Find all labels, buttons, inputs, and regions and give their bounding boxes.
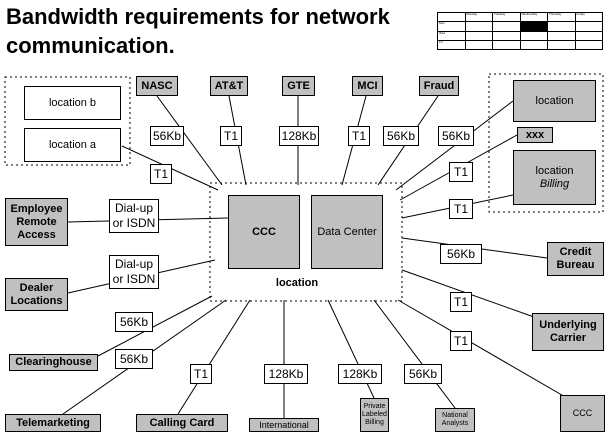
link-label-private-labeled: 128Kb	[338, 364, 382, 384]
site-location-a[interactable]: location a	[24, 128, 121, 162]
legend-row: Mon	[437, 21, 603, 32]
site-national-analysts[interactable]: National Analysts	[435, 408, 475, 432]
site-nasc[interactable]: NASC	[136, 76, 178, 96]
site-location-b[interactable]: location b	[24, 86, 121, 120]
site-location-right[interactable]: location	[513, 80, 596, 122]
link-label-att: T1	[220, 126, 242, 146]
link-line-nasc	[156, 95, 223, 186]
ccc-hub-box[interactable]: CCC	[228, 195, 300, 269]
site-xxx[interactable]: xxx	[517, 127, 553, 143]
legend-table: Monday Tuesday Wednesday Thursday Friday…	[437, 11, 603, 51]
site-fraud[interactable]: Fraud	[419, 76, 459, 96]
legend-row: Fri	[437, 39, 603, 51]
site-location-billing[interactable]: location Billing	[513, 150, 596, 205]
link-label-billing: T1	[449, 199, 473, 219]
link-label-clearinghouse: 56Kb	[115, 312, 153, 332]
billing-label: Billing	[539, 177, 570, 190]
site-private-labeled-billing[interactable]: Private Labeled Billing	[360, 398, 389, 432]
link-label-ccc-bottom: T1	[450, 331, 472, 351]
site-ccc-bottom[interactable]: CCC	[560, 395, 605, 432]
link-line-ccc-bottom	[397, 299, 568, 399]
link-line-calling-card	[177, 299, 251, 415]
link-label-underlying: T1	[450, 292, 472, 312]
site-gte[interactable]: GTE	[282, 76, 315, 96]
right-locations-region	[488, 73, 604, 213]
site-clearinghouse[interactable]: Clearinghouse	[9, 354, 98, 371]
page-title: Bandwidth requirements for network commu…	[6, 4, 390, 58]
site-international[interactable]: International	[249, 418, 319, 432]
site-telemarketing[interactable]: Telemarketing	[5, 414, 101, 432]
site-dealer-locations[interactable]: Dealer Locations	[5, 278, 68, 311]
site-mci[interactable]: MCI	[352, 76, 383, 96]
hub-location-label: location	[275, 277, 319, 289]
legend-cell	[574, 39, 603, 51]
link-label-national-analysts: 56Kb	[404, 364, 442, 384]
link-label-location-right: 56Kb	[438, 126, 474, 146]
billing-location-label: location	[535, 164, 574, 177]
link-line-clearinghouse	[97, 295, 213, 357]
link-line-national-analysts	[373, 299, 456, 409]
hub-region	[209, 182, 403, 302]
link-label-gte: 128Kb	[279, 126, 319, 146]
link-label-telemarketing: 56Kb	[115, 349, 153, 369]
link-label-international: 128Kb	[264, 364, 308, 384]
site-employee-remote-access[interactable]: Employee Remote Access	[5, 198, 68, 246]
link-label-xxx: T1	[449, 162, 473, 182]
link-label-mci: T1	[348, 126, 370, 146]
data-center-box[interactable]: Data Center	[311, 195, 383, 269]
left-locations-region	[4, 76, 131, 166]
link-label-credit-bureau: 56Kb	[440, 244, 482, 264]
link-label-locations-ab: T1	[150, 164, 172, 184]
site-calling-card[interactable]: Calling Card	[136, 414, 228, 432]
link-label-nasc: 56Kb	[150, 126, 184, 146]
site-credit-bureau[interactable]: Credit Bureau	[547, 242, 604, 276]
link-label-dealer: Dial-up or ISDN	[109, 255, 159, 289]
link-label-calling-card: T1	[190, 364, 212, 384]
site-underlying-carrier[interactable]: Underlying Carrier	[532, 313, 604, 351]
link-label-employee: Dial-up or ISDN	[109, 199, 159, 233]
site-att[interactable]: AT&T	[210, 76, 248, 96]
link-label-fraud: 56Kb	[383, 126, 419, 146]
